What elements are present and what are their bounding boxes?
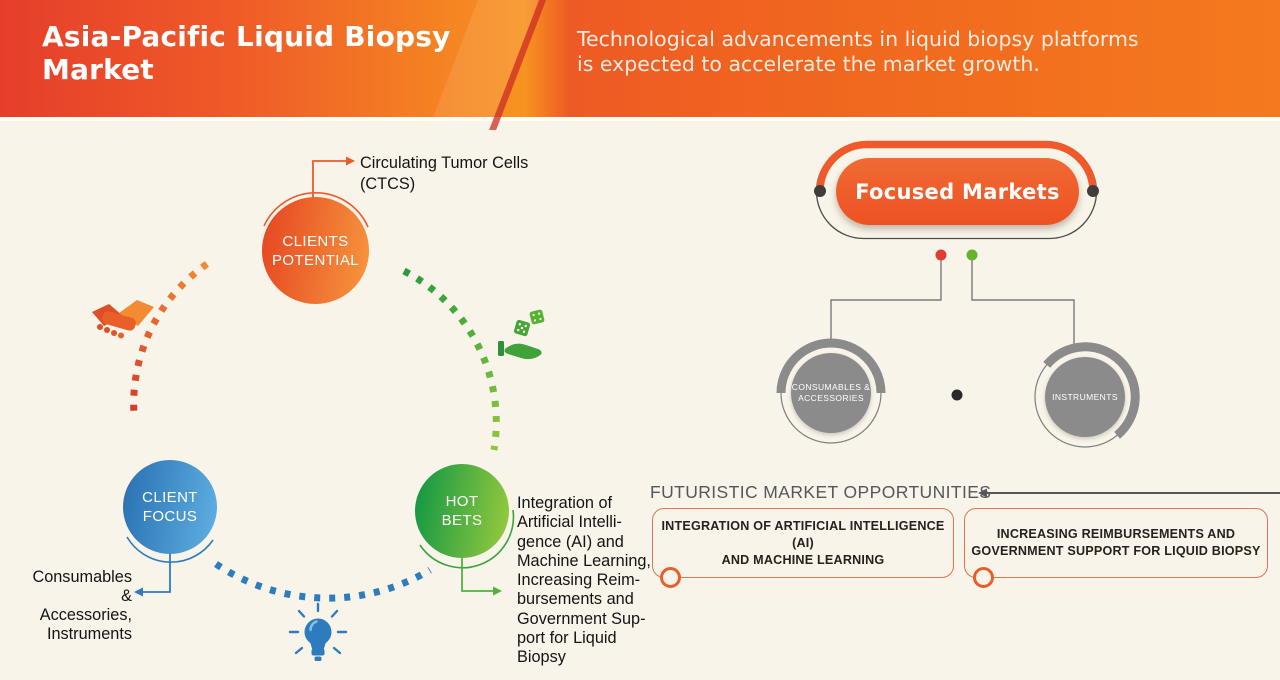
instruments-thick-arc [1043, 342, 1140, 439]
header-banner: Asia-Pacific Liquid Biopsy Market Techno… [0, 0, 1280, 130]
opportunity-box-ai: INTEGRATION OF ARTIFICIAL INTELLIGENCE (… [652, 508, 954, 578]
dice-hand-icon [498, 309, 545, 360]
opportunity-box-ai-corner-ring [660, 567, 681, 588]
opportunity-box-reimbursements-corner-ring [973, 567, 994, 588]
node-clients-potential-label: CLIENTS POTENTIAL [272, 232, 359, 269]
opportunity-box-reimbursements: INCREASING REIMBURSEMENTS AND GOVERNMENT… [964, 508, 1268, 578]
client-focus-arrow [143, 552, 171, 593]
opportunities-heading: FUTURISTIC MARKET OPPORTUNITIES [650, 482, 992, 502]
connector-consumables [830, 260, 942, 342]
center-black-dot [951, 389, 963, 401]
hot-bets-ring-arc [419, 509, 515, 569]
hot-bets-arrow [461, 556, 493, 592]
opportunity-box-ai-label: INTEGRATION OF ARTIFICIAL INTELLIGENCE (… [661, 518, 945, 567]
node-hot-bets: HOT BETS [415, 464, 509, 558]
node-hot-bets-label: HOT BETS [441, 493, 483, 529]
green-dot [966, 249, 978, 261]
ring-left-dot [814, 185, 826, 197]
clients-potential-callout: Circulating Tumor Cells (CTCS) [360, 154, 529, 193]
consumables-thick-arc [776, 338, 886, 394]
red-dot [935, 249, 947, 261]
opportunity-box-reimbursements-label: INCREASING REIMBURSEMENTS AND GOVERNMENT… [971, 527, 1261, 558]
page-subtitle: Technological advancements in liquid bio… [577, 27, 1139, 76]
hot-bets-arrowhead [493, 586, 502, 596]
cycle-arc-left-dotted [130, 261, 209, 415]
segment-instruments-label: INSTRUMENTS [1052, 391, 1118, 402]
clients-potential-ring-arc [263, 192, 369, 228]
focused-markets-badge: Focused Markets [836, 158, 1079, 225]
segment-consumables-label: CONSUMABLES & ACCESSORIES [791, 382, 871, 403]
cycle-arc-right-dotted [402, 267, 500, 451]
cycle-arc-bottom-dotted [214, 561, 432, 602]
focused-markets-label: Focused Markets [855, 179, 1060, 204]
hot-bets-callout: Integration of Artificial Intelli- gence… [517, 494, 651, 667]
connector-instruments [971, 260, 1075, 346]
client-focus-callout: Consumables & Accessories, Instruments [32, 568, 132, 643]
focused-markets-ring-top-arc [816, 140, 1097, 190]
clients-potential-arrow [312, 160, 346, 199]
opportunities-arrowhead [978, 488, 987, 498]
handshake-icon [92, 300, 154, 339]
ring-right-dot [1087, 185, 1099, 197]
segment-instruments: INSTRUMENTS [1045, 357, 1125, 437]
client-focus-arrowhead [134, 587, 143, 597]
segment-consumables-accessories: CONSUMABLES & ACCESSORIES [791, 353, 871, 433]
page-title: Asia-Pacific Liquid Biopsy Market [42, 20, 451, 86]
node-clients-potential: CLIENTS POTENTIAL [262, 197, 369, 304]
lightbulb-icon [288, 602, 348, 661]
clients-potential-arrowhead [346, 156, 355, 166]
node-client-focus-label: CLIENT FOCUS [142, 489, 198, 525]
node-client-focus: CLIENT FOCUS [123, 460, 217, 554]
